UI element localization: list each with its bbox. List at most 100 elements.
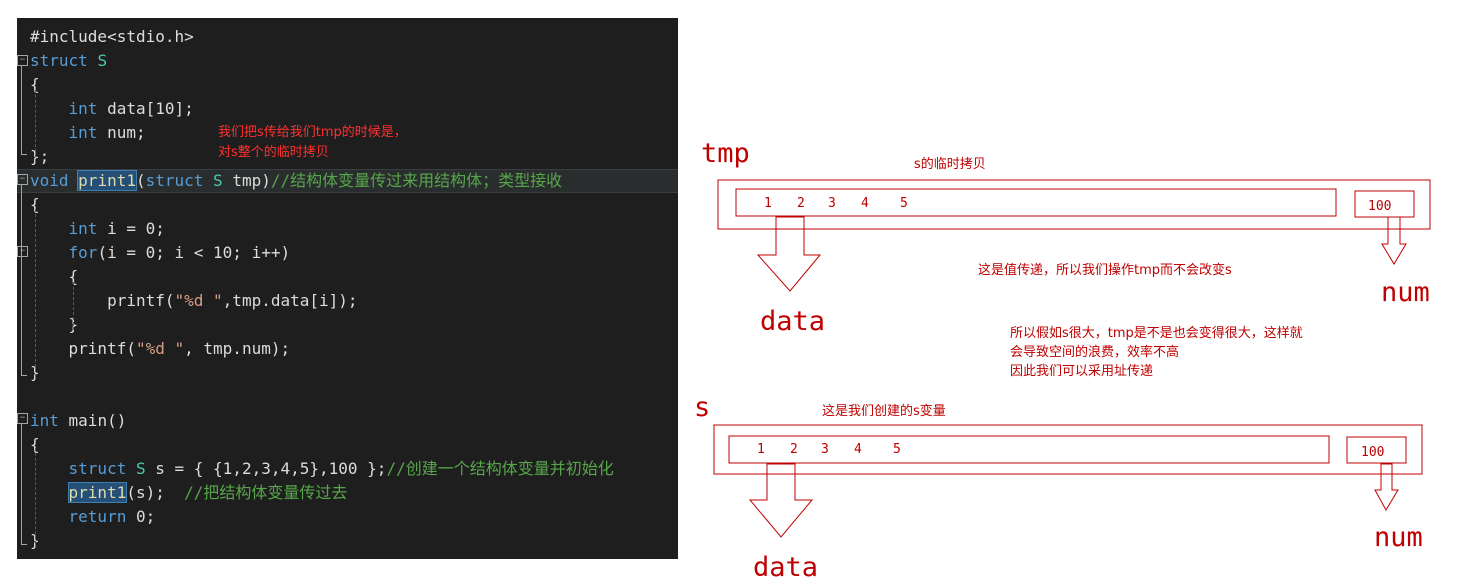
code-line[interactable]: struct S [17, 49, 678, 73]
code-token: printf( [30, 291, 175, 310]
code-line-text: { [30, 265, 79, 289]
s-num-label: num [1374, 522, 1423, 553]
code-token: int [68, 219, 98, 238]
code-line-text: void print1(struct S tmp)//结构体变量传过来用结构体；… [30, 170, 562, 192]
code-line-text: int num; [30, 121, 146, 145]
code-line-text: printf("%d ", tmp.num); [30, 337, 291, 361]
code-token: 0; [126, 507, 156, 526]
code-token: "%d " [135, 339, 185, 358]
code-token: int [68, 123, 98, 142]
code-token: ( [135, 171, 146, 190]
code-token: i = 0; [97, 219, 165, 238]
code-line[interactable]: int i = 0; [17, 217, 678, 241]
code-line-text: print1(s); //把结构体变量传过去 [30, 481, 347, 505]
code-token: (s); [126, 483, 185, 502]
inefficiency-explanation-line1: 所以假如s很大，tmp是不是也会变得很大，这样就 [1010, 326, 1303, 341]
code-token: data[10]; [97, 99, 194, 118]
code-token: //把结构体变量传过去 [184, 483, 348, 502]
code-token: //创建一个结构体变量并初始化 [386, 459, 614, 478]
code-line-text: } [30, 529, 40, 553]
code-line-text: } [30, 361, 40, 385]
code-line-text: { [30, 193, 40, 217]
code-line-text: struct S [30, 49, 107, 73]
highlighted-identifier: print1 [77, 170, 137, 191]
code-line-text: #include<stdio.h> [30, 25, 194, 49]
outline-tick [21, 154, 27, 155]
tmp-label: tmp [701, 138, 750, 169]
code-line[interactable]: return 0; [17, 505, 678, 529]
code-line-text: return 0; [30, 505, 156, 529]
code-token: struct [145, 171, 204, 190]
code-token: S [213, 171, 223, 190]
code-line[interactable]: { [17, 73, 678, 97]
collapse-struct-icon[interactable]: − [17, 55, 28, 66]
tmp-data-value: 2 [797, 196, 805, 211]
code-token: "%d " [174, 291, 223, 310]
tmp-data-value: 4 [861, 196, 869, 211]
code-token: void [30, 171, 69, 190]
code-line[interactable]: void print1(struct S tmp)//结构体变量传过来用结构体；… [17, 169, 678, 193]
s-data-arrow-icon [748, 463, 814, 538]
code-line-text: int i = 0; [30, 217, 165, 241]
code-line[interactable]: { [17, 433, 678, 457]
code-line[interactable]: int main() [17, 409, 678, 433]
value-passing-explanation: 这是值传递，所以我们操作tmp而不会改变s [978, 263, 1232, 278]
code-token: struct [68, 459, 127, 478]
tmp-caption: s的临时拷贝 [914, 157, 986, 172]
code-line[interactable]: int num; [17, 121, 678, 145]
code-token: int [68, 99, 98, 118]
inefficiency-explanation-line2: 会导致空间的浪费，效率不高 [1010, 345, 1180, 360]
collapse-for-icon[interactable]: − [17, 246, 28, 257]
tmp-data-array-box [735, 188, 1337, 217]
code-line-text: }; [30, 145, 49, 169]
s-data-value: 5 [893, 442, 901, 457]
code-line[interactable]: printf("%d ", tmp.num); [17, 337, 678, 361]
code-line[interactable]: } [17, 361, 678, 385]
tmp-num-arrow-icon [1381, 216, 1407, 265]
tmp-num-box [1354, 190, 1415, 218]
s-data-value: 1 [757, 442, 765, 457]
code-editor[interactable]: #include<stdio.h>struct S{ int data[10];… [17, 18, 678, 559]
code-line-text: { [30, 433, 40, 457]
code-token: , tmp.num); [184, 339, 291, 358]
code-line-text: struct S s = { {1,2,3,4,5},100 };//创建一个结… [30, 457, 614, 481]
code-token: num; [97, 123, 146, 142]
code-line[interactable]: struct S s = { {1,2,3,4,5},100 };//创建一个结… [17, 457, 678, 481]
code-line[interactable]: print1(s); //把结构体变量传过去 [17, 481, 678, 505]
outline-guide [21, 257, 22, 329]
code-token: s = { {1,2,3,4,5},100 }; [145, 459, 387, 478]
tmp-num-value: 100 [1368, 199, 1392, 214]
code-line[interactable]: #include<stdio.h> [17, 25, 678, 49]
code-token: int [30, 411, 59, 430]
s-caption: 这是我们创建的s变量 [822, 404, 946, 419]
collapse-print1-icon[interactable]: − [17, 174, 28, 185]
code-token: tmp) [222, 171, 271, 190]
code-line[interactable]: { [17, 265, 678, 289]
code-token: printf( [30, 339, 136, 358]
indent-guide [73, 282, 74, 330]
code-line[interactable]: }; [17, 145, 678, 169]
code-line-text: for(i = 0; i < 10; i++) [30, 241, 291, 265]
outline-guide [21, 66, 22, 154]
code-line[interactable]: int data[10]; [17, 97, 678, 121]
code-token: for [68, 243, 98, 262]
code-line-text: { [30, 73, 40, 97]
code-line[interactable]: for(i = 0; i < 10; i++) [17, 241, 678, 265]
collapse-main-icon[interactable]: − [17, 413, 28, 424]
code-line[interactable]: } [17, 529, 678, 553]
s-data-label: data [753, 552, 819, 583]
code-line[interactable]: printf("%d ",tmp.data[i]); [17, 289, 678, 313]
indent-guide [35, 90, 36, 162]
indent-guide [35, 209, 36, 377]
outline-tick [21, 544, 27, 545]
highlighted-identifier: print1 [67, 482, 128, 503]
s-num-arrow-icon [1374, 463, 1399, 512]
code-line[interactable]: { [17, 193, 678, 217]
code-line-text: printf("%d ",tmp.data[i]); [30, 289, 357, 313]
annotation-copy-note-line1: 我们把s传给我们tmp的时候是， [218, 125, 407, 140]
annotation-copy-note-line2: 对s整个的临时拷贝 [218, 145, 329, 160]
s-num-value: 100 [1361, 445, 1385, 460]
s-data-value: 4 [854, 442, 862, 457]
